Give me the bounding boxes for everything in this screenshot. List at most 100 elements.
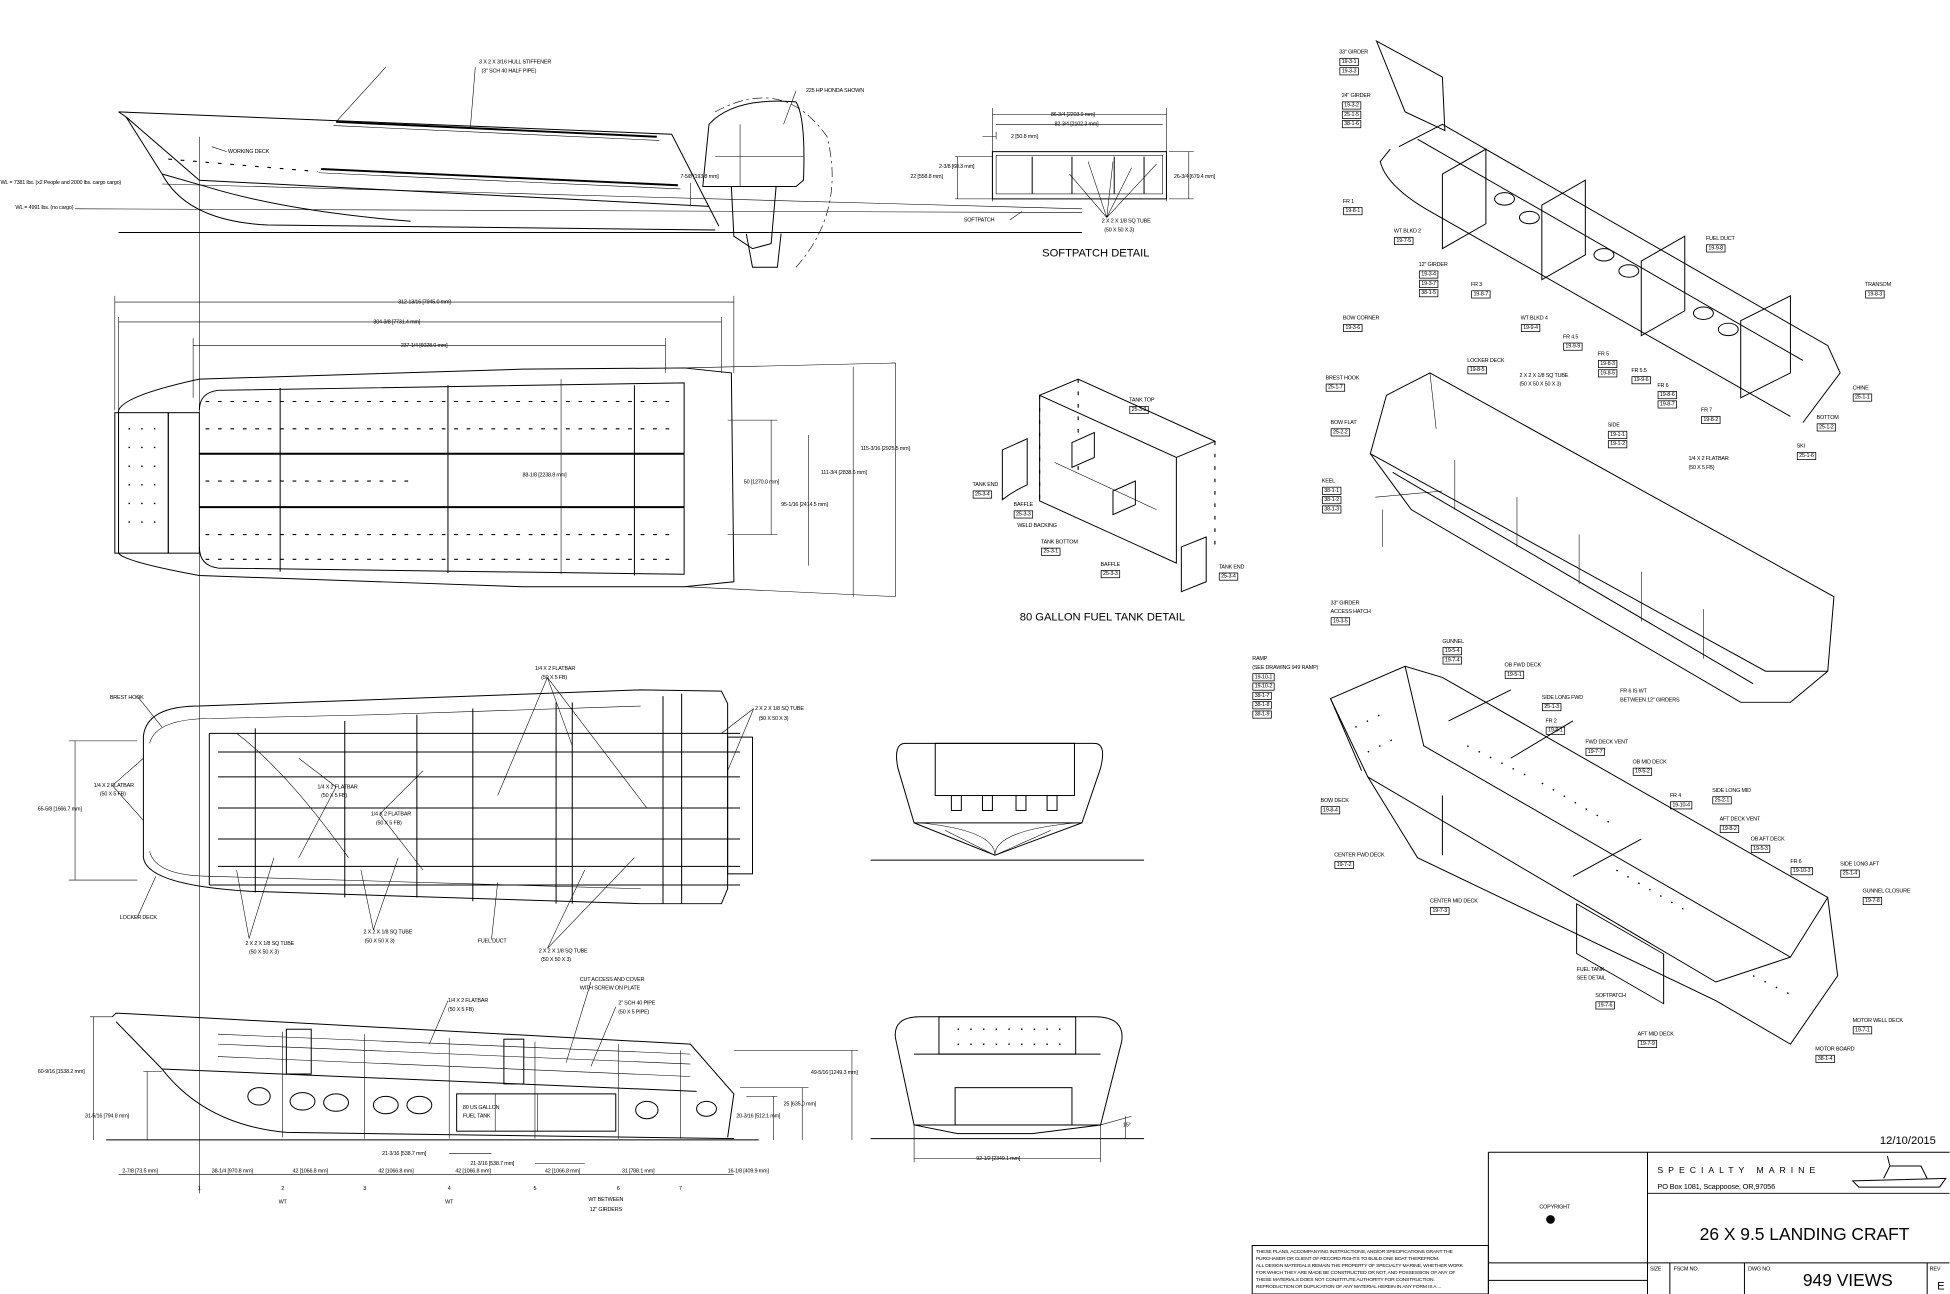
section-dimension: 92-1/2 [2349.1 mm] <box>976 1156 1021 1162</box>
part-number-box <box>1750 844 1771 853</box>
profile-dimension: 20-3/16 [512.1 mm] <box>736 1114 781 1120</box>
part-number-box <box>1719 824 1740 833</box>
part-number: 25-3-4 <box>975 492 990 498</box>
part-number: 25-3-1 <box>1043 549 1058 555</box>
part-number: 19-7-8 <box>1865 898 1880 904</box>
part-number-box <box>1341 120 1362 129</box>
softpatch-dimension: 26-3/4 [679.4 mm] <box>1174 174 1216 180</box>
station-note: WT <box>445 1199 454 1205</box>
profile-dimension: 2" SCH 40 PIPE <box>618 1001 655 1007</box>
softpatch-dimension: SOFTPATCH <box>964 217 995 223</box>
part-number: 25-3-2 <box>1132 407 1147 413</box>
callout-label: RAMP <box>1252 656 1268 662</box>
frame-label: (50 X 50 X 3) <box>541 957 571 963</box>
callout-label: LOCKER DECK <box>1467 358 1505 364</box>
callout-label: OB AFT DECK <box>1751 836 1785 842</box>
part-number-box <box>1563 342 1583 351</box>
callout-label: TANK END <box>973 482 999 488</box>
frame-label: 1/4 X 2 FLATBAR <box>94 783 134 789</box>
part-number-box <box>1852 393 1873 402</box>
station-number: 4 <box>448 1186 451 1192</box>
part-number: 19-8-3 <box>1600 361 1615 367</box>
section-dimension: 15° <box>1123 1122 1131 1128</box>
callout-label: AFT DECK VENT <box>1720 817 1761 823</box>
profile-label: WL = 4991 lbs. (no cargo) <box>15 205 73 211</box>
company-address: PO Box 1081, Scappoose, OR,97056 <box>1657 1182 1775 1191</box>
frame-plan-view <box>68 677 754 949</box>
part-number-box <box>972 490 993 499</box>
part-number-box <box>1252 691 1272 700</box>
part-number-box <box>1467 366 1487 375</box>
callout-label: FR 4 <box>1670 793 1681 799</box>
station-number: 7 <box>679 1186 682 1192</box>
callout-label: BREST HOOK <box>1326 375 1360 381</box>
drawing-title: 26 X 9.5 LANDING CRAFT <box>1700 1224 1910 1244</box>
part-number-box <box>1862 897 1883 906</box>
profile-dimension: 42 [1066.8 mm] <box>378 1168 414 1174</box>
part-number-box <box>1865 290 1885 299</box>
part-number-box <box>1325 383 1346 392</box>
part-number: 25-1-7 <box>1328 385 1343 391</box>
callout-label: 1/4 X 2 FLATBAR <box>1689 456 1729 462</box>
part-number: 19-10-4 <box>1672 802 1690 808</box>
profile-dimension: (50 X 5 FB) <box>448 1007 474 1013</box>
part-number-box <box>1545 726 1566 735</box>
part-number: 19-3-1 <box>1342 59 1357 65</box>
part-number: 19-9-6 <box>1634 377 1649 383</box>
callout-label: OB MID DECK <box>1633 759 1668 765</box>
part-number-box <box>1394 236 1414 245</box>
frame-label: (50 X 5 FB) <box>321 793 347 799</box>
callout-label: 33" GIRDER <box>1331 600 1360 606</box>
callout-label: TRANSOM <box>1865 282 1892 288</box>
disclaimer-line: ALL DESIGN MATERIALS REMAIN THE PROPERTY… <box>1256 1263 1464 1269</box>
callout-label: FR 6 <box>1790 859 1801 865</box>
part-number-box <box>1330 617 1351 626</box>
part-number: 38-1-1 <box>1324 488 1339 494</box>
part-number: 19-8-3 <box>1867 291 1882 297</box>
part-number-box <box>1419 270 1439 279</box>
part-number: 19-1-1 <box>1610 432 1625 438</box>
part-number-box <box>1341 110 1362 119</box>
part-number: 19-7-5 <box>1396 238 1411 244</box>
inboard-profile-view <box>89 981 859 1175</box>
callout-label: FR 5 <box>1598 352 1609 358</box>
part-number: 19-9-9 <box>1565 344 1580 350</box>
part-number: 25-3-3 <box>1103 571 1118 577</box>
part-number: 19-8-7 <box>1473 291 1488 297</box>
softpatch-dimension: 22 [558.8 mm] <box>910 174 943 180</box>
part-number-box <box>1598 360 1618 369</box>
size-label: SIZE <box>1650 1267 1662 1273</box>
title-block <box>1251 1151 1950 1294</box>
fscm-label: FSCM NO. <box>1674 1267 1700 1273</box>
part-number-box <box>1252 701 1272 710</box>
part-number-box <box>1607 440 1628 449</box>
part-number: 25-3-4 <box>1221 574 1236 580</box>
part-number-box <box>1339 57 1359 66</box>
callout-label: BETWEEN 12" GIRDERS <box>1620 697 1680 703</box>
profile-view <box>75 66 1082 268</box>
frame-label: 2 X 2 X 1/8 SQ TUBE <box>363 930 412 936</box>
disclaimer-line: PURCHASER OR CLIENT OF RECORD RIGHTS TO … <box>1256 1256 1439 1262</box>
callout-label: KEEL <box>1322 478 1335 484</box>
part-number-box <box>1840 869 1860 878</box>
callout-label: GUNNEL CLOSURE <box>1863 889 1911 895</box>
profile-dimension: 42 [1066.8 mm] <box>545 1168 581 1174</box>
softpatch-dimension: 2 X 2 X 1/8 SQ TUBE <box>1102 219 1151 225</box>
callout-label: FR 5.5 <box>1631 368 1646 374</box>
copyright-icon <box>1546 1215 1555 1224</box>
callout-label: TANK END <box>1219 564 1245 570</box>
part-number: 19-5-3 <box>1753 846 1768 852</box>
fuel-tank-detail-title: 80 GALLON FUEL TANK DETAIL <box>1020 612 1185 624</box>
callout-label: WELD BACKING <box>1017 523 1057 529</box>
part-number-box <box>1343 323 1363 332</box>
part-number-box <box>1706 244 1726 253</box>
part-number: 19-7-7 <box>1588 749 1603 755</box>
section-view-aft <box>870 1016 1145 1163</box>
part-number: 19-5-2 <box>1635 769 1650 775</box>
profile-dimension: 42 [1066.8 mm] <box>455 1168 491 1174</box>
part-number: 19-7-3 <box>1432 908 1447 914</box>
frame-label: (50 X 50 X 3) <box>249 950 279 956</box>
part-number: 25-1-4 <box>1843 871 1858 877</box>
frame-label: 65-5/8 [1666.7 mm] <box>38 807 83 813</box>
